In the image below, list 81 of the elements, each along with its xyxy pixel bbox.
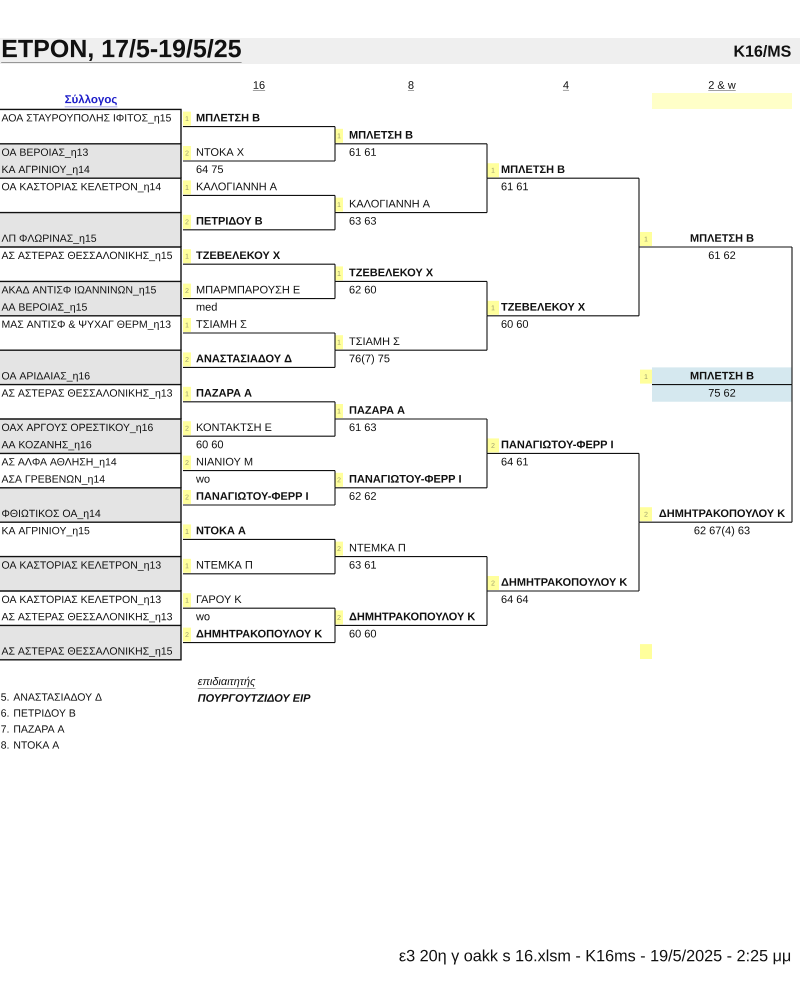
bracket-line	[334, 333, 336, 350]
match-score: 62 60	[350, 286, 376, 294]
title: ΕΤΡΟΝ, 17/5-19/5/25	[1, 39, 242, 63]
club-cell: ΟΑΧ ΑΡΓΟΥΣ ΟΡΕΣΤΙΚΟΥ_η16 ΑΑ ΚΟΖΑΝΗΣ_η16	[0, 418, 182, 454]
match-score: 64 64	[502, 595, 528, 604]
champion-slot: ΜΠΛΕΤΣΗ Β 75 62	[652, 367, 792, 402]
bracket-line	[791, 384, 793, 522]
bracket-line	[334, 539, 336, 557]
bracket-line	[334, 488, 336, 505]
club-cell: ΜΑΣ ΑΝΤΙΣΦ & ΨΥΧΑΓ ΘΕΡΜ_η13	[0, 315, 182, 350]
club-cell: ΑΟΑ ΣΤΑΥΡΟΥΠΟΛΗΣ ΙΦΙΤΟΣ_η15	[0, 108, 182, 144]
bracket-line	[638, 247, 640, 316]
club-cell: ΟΑ ΑΡΙΔΑΙΑΣ_η16	[0, 350, 182, 385]
match-score: 63 61	[350, 560, 376, 569]
bracket-line	[486, 556, 488, 591]
match-score: 60 60	[502, 320, 528, 328]
match-score: 62 67(4) 63	[694, 526, 750, 536]
club-cell: ΑΣ ΑΣΤΕΡΑΣ ΘΕΣΣΑΛΟΝΙΚΗΣ_η15	[0, 624, 182, 660]
club-cell: ΟΑ ΚΑΣΤΟΡΙΑΣ ΚΕΛΕΤΡΟΝ_η13	[0, 556, 182, 591]
bracket-line	[486, 178, 488, 213]
bracket-line	[486, 316, 488, 350]
bracket-line	[334, 144, 336, 161]
referee-name: ΠΟΥΡΓΟΥΤΖΙΔΟΥ ΕΙΡ	[198, 694, 310, 702]
bracket-line	[486, 281, 488, 316]
bracket-line	[334, 350, 336, 368]
match-score: 61 61	[350, 148, 376, 156]
round-header: 2 & w	[708, 81, 736, 90]
club-cell: ΚΑ ΑΓΡΙΝΙΟΥ_η15	[0, 522, 182, 557]
bracket-line	[334, 625, 336, 643]
bracket-line	[334, 195, 336, 213]
bracket-line	[486, 144, 488, 178]
bracket-line	[334, 608, 336, 626]
seed-list-entry: 8. ΝΤΟΚΑ Α	[1, 741, 60, 749]
match-score: wo	[196, 476, 210, 483]
match-score: 76(7) 75	[350, 354, 390, 364]
seed-list-entry: 6. ΠΕΤΡΙΔΟΥ Β	[1, 709, 76, 717]
bracket-line	[334, 402, 336, 419]
club-cell: ΑΣ ΑΣΤΕΡΑΣ ΘΕΣΣΑΛΟΝΙΚΗΣ_η13	[0, 384, 182, 419]
club-cell: ΑΚΑΔ ΑΝΤΙΣΦ ΙΩΑΝΝΙΝΩΝ_η15 ΑΑ ΒΕΡΟΙΑΣ_η15	[0, 280, 182, 316]
marker-square	[640, 644, 652, 659]
match-score: 63 63	[350, 216, 376, 225]
bracket-line	[334, 419, 336, 436]
match-score: 61 61	[502, 182, 528, 190]
seed-list-entry: 5. ΑΝΑΣΤΑΣΙΑΔΟΥ Δ	[1, 693, 102, 701]
referee-heading: επιδιαιτητής	[198, 676, 256, 689]
bracket-line	[334, 470, 336, 488]
bracket-line	[638, 178, 640, 247]
category-code: K16/MS	[734, 45, 791, 57]
bracket-line	[791, 247, 793, 385]
match-score: 60 60	[196, 440, 224, 448]
bracket-line	[334, 556, 336, 574]
club-cell: ΛΠ ΦΛΩΡΙΝΑΣ_η15	[0, 212, 182, 247]
bracket-line	[486, 419, 488, 454]
club-cell: ΟΑ ΒΕΡΟΙΑΣ_η13 ΚΑ ΑΓΡΙΝΙΟΥ_η14	[0, 143, 182, 178]
column-header: Σύλλογος	[64, 94, 118, 108]
club-cell: ΑΣ ΑΣΤΕΡΑΣ ΘΕΣΣΑΛΟΝΙΚΗΣ_η15	[0, 246, 182, 282]
bracket-line	[638, 453, 640, 522]
club-cell: ΦΘΙΩΤΙΚΟΣ ΟΑ_η14	[0, 487, 182, 522]
match-score: 64 61	[502, 458, 528, 466]
bracket-line	[334, 264, 336, 282]
bracket-line	[486, 591, 488, 626]
match-score: wo	[196, 614, 210, 620]
round-header: 8	[408, 81, 414, 90]
bracket-line	[334, 281, 336, 299]
match-score: med	[196, 302, 217, 311]
match-score: 61 62	[708, 251, 736, 260]
round-header: 4	[562, 81, 570, 90]
seed-list-entry: 7. ΠΑΖΑΡΑ Α	[1, 725, 64, 733]
match-score: 60 60	[350, 630, 376, 638]
bracket-line	[486, 453, 488, 488]
footer-text: ε3 20η γ oakk s 16.xlsm - K16ms - 19/5/2025 - 2:25 μμ	[399, 949, 790, 965]
match-score: 62 62	[350, 492, 376, 500]
club-cell: ΑΣ ΑΛΦΑ ΑΘΛΗΣΗ_η14 ΑΣΑ ΓΡΕΒΕΝΩΝ_η14	[0, 452, 182, 488]
bracket-line	[638, 522, 640, 591]
bracket-line	[334, 212, 336, 230]
club-cell: ΟΑ ΚΑΣΤΟΡΙΑΣ ΚΕΛΕΤΡΟΝ_η14	[0, 178, 182, 213]
club-cell: ΟΑ ΚΑΣΤΟΡΙΑΣ ΚΕΛΕΤΡΟΝ_η13 ΑΣ ΑΣΤΕΡΑΣ ΘΕΣΣΑΛΟΝΙΚΗΣ_η13	[0, 590, 182, 626]
match-score: 64 75	[196, 165, 224, 174]
round-header: 16	[252, 81, 266, 90]
match-score: 61 63	[350, 423, 376, 432]
bracket-line	[334, 126, 336, 144]
